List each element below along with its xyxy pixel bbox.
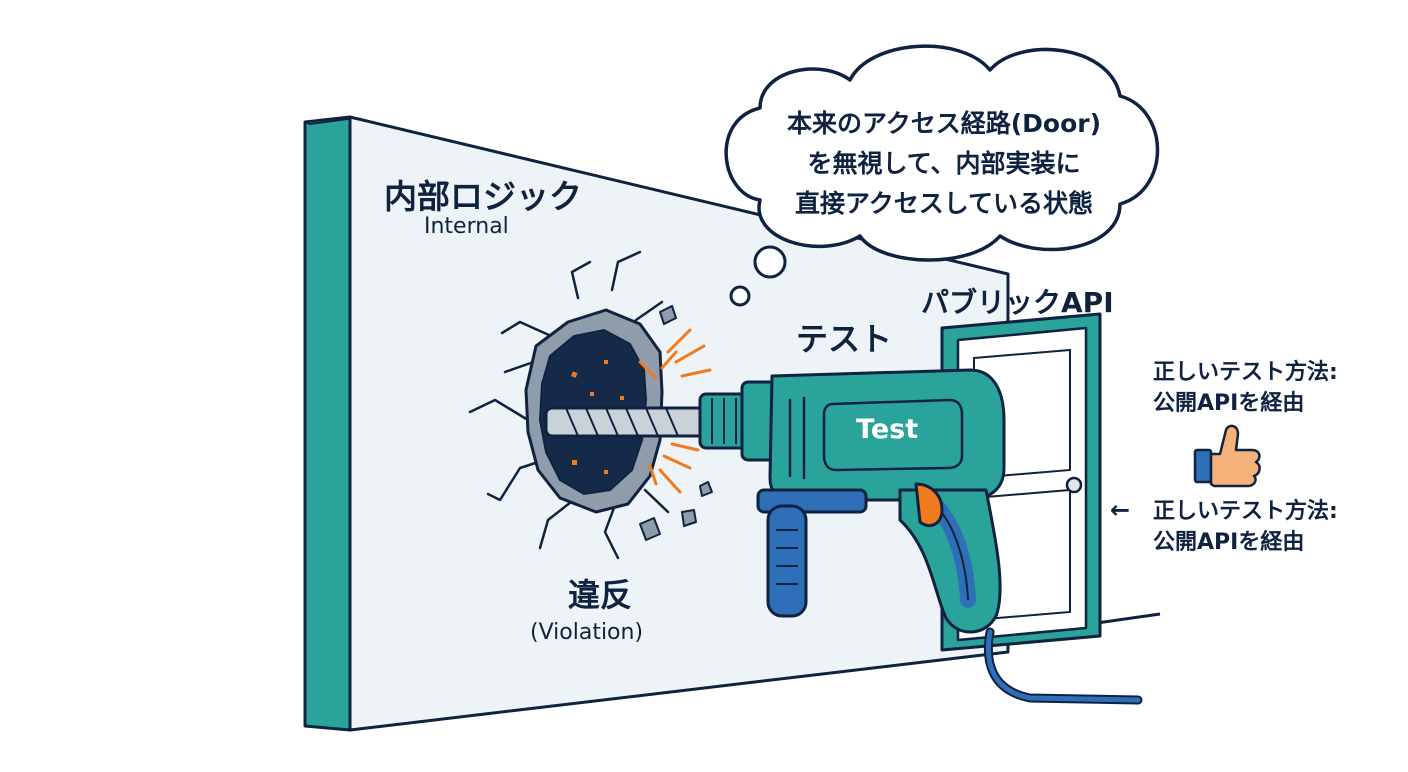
debris-chunks — [639, 305, 713, 541]
internal-logic-subtitle: Internal — [424, 214, 509, 239]
door-knob[interactable] — [1065, 476, 1083, 494]
drill-chuck — [698, 380, 780, 462]
drill-sparks — [638, 328, 712, 494]
side-note-line: 公開APIを経由 — [1153, 530, 1305, 555]
side-note-line: 公開APIを経由 — [1153, 391, 1305, 416]
thought-bubble — [724, 44, 1160, 307]
drill-trigger[interactable] — [914, 482, 944, 527]
drill-body — [756, 368, 1006, 634]
side-handle-ridges — [776, 529, 798, 585]
side-handle-grip — [766, 504, 808, 618]
side-note-line: 正しいテスト方法: — [1153, 360, 1338, 385]
thumbs-up-icon — [1193, 424, 1261, 488]
thought-dot-large — [753, 245, 787, 279]
chuck-grooves — [711, 398, 737, 444]
drill-vents — [788, 396, 806, 480]
side-note-bottom: 正しいテスト方法: 公開APIを経由 — [1153, 496, 1338, 558]
drill-bit-flutes — [565, 407, 679, 437]
thought-cloud — [724, 44, 1160, 262]
thumbs-up-hand — [1209, 424, 1261, 488]
thought-dot-small — [729, 285, 751, 307]
thought-bubble-text: 本来のアクセス経路(Door) を無視して、内部実装に 直接アクセスしている状態 — [740, 104, 1148, 224]
drill-bit — [544, 406, 712, 438]
violation-label: 違反 — [568, 576, 633, 614]
drill-cable — [985, 629, 1141, 703]
violation-sublabel: (Violation) — [530, 620, 644, 645]
arrow-left-icon: ← — [1110, 496, 1131, 524]
thought-bubble-line: 本来のアクセス経路(Door) — [786, 109, 1102, 138]
internal-logic-title: 内部ロジック — [384, 177, 582, 216]
thought-bubble-line: 直接アクセスしている状態 — [794, 189, 1093, 218]
hole-embers — [571, 360, 624, 474]
side-note-top: 正しいテスト方法: 公開APIを経由 — [1153, 357, 1338, 419]
test-label: テスト — [796, 320, 893, 358]
side-note-line: 正しいテスト方法: — [1153, 499, 1338, 524]
wall-side-panel — [303, 115, 352, 732]
drill-label-panel — [822, 398, 964, 472]
drill-test-label: Test — [856, 414, 919, 445]
public-api-label: パブリックAPI — [921, 286, 1114, 319]
thumbs-up-cuff — [1193, 448, 1213, 484]
thought-bubble-line: を無視して、内部実装に — [807, 149, 1081, 178]
